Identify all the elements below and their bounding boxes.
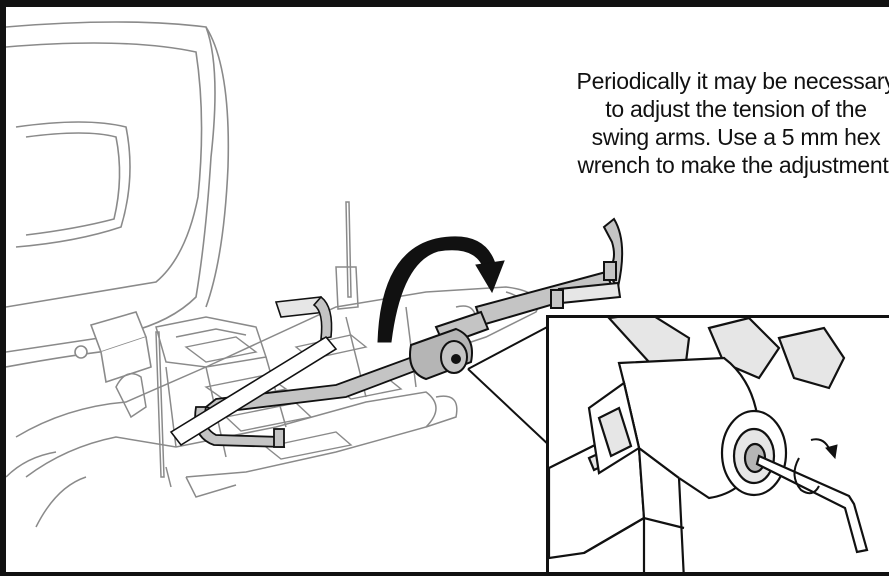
far-arm	[169, 295, 338, 447]
instruction-text: Periodically it may be necessary to adju…	[516, 67, 889, 179]
detail-inset	[546, 315, 889, 572]
instruction-line-1: Periodically it may be necessary	[576, 68, 889, 94]
car-rear	[6, 21, 230, 368]
rotation-arrow-icon	[377, 236, 505, 343]
pivot-cap	[409, 327, 473, 381]
hitch-receiver	[74, 311, 152, 384]
instruction-line-2: to adjust the tension of the	[605, 96, 867, 122]
hex-wrench-detail	[549, 318, 869, 572]
instruction-line-3: swing arms. Use a 5 mm hex	[591, 124, 881, 150]
callout-lines	[467, 324, 552, 448]
extended-swing-arm	[434, 217, 624, 347]
bike-rack-illustration	[6, 21, 624, 528]
instruction-line-4: wrench to make the adjustment.	[577, 152, 889, 178]
